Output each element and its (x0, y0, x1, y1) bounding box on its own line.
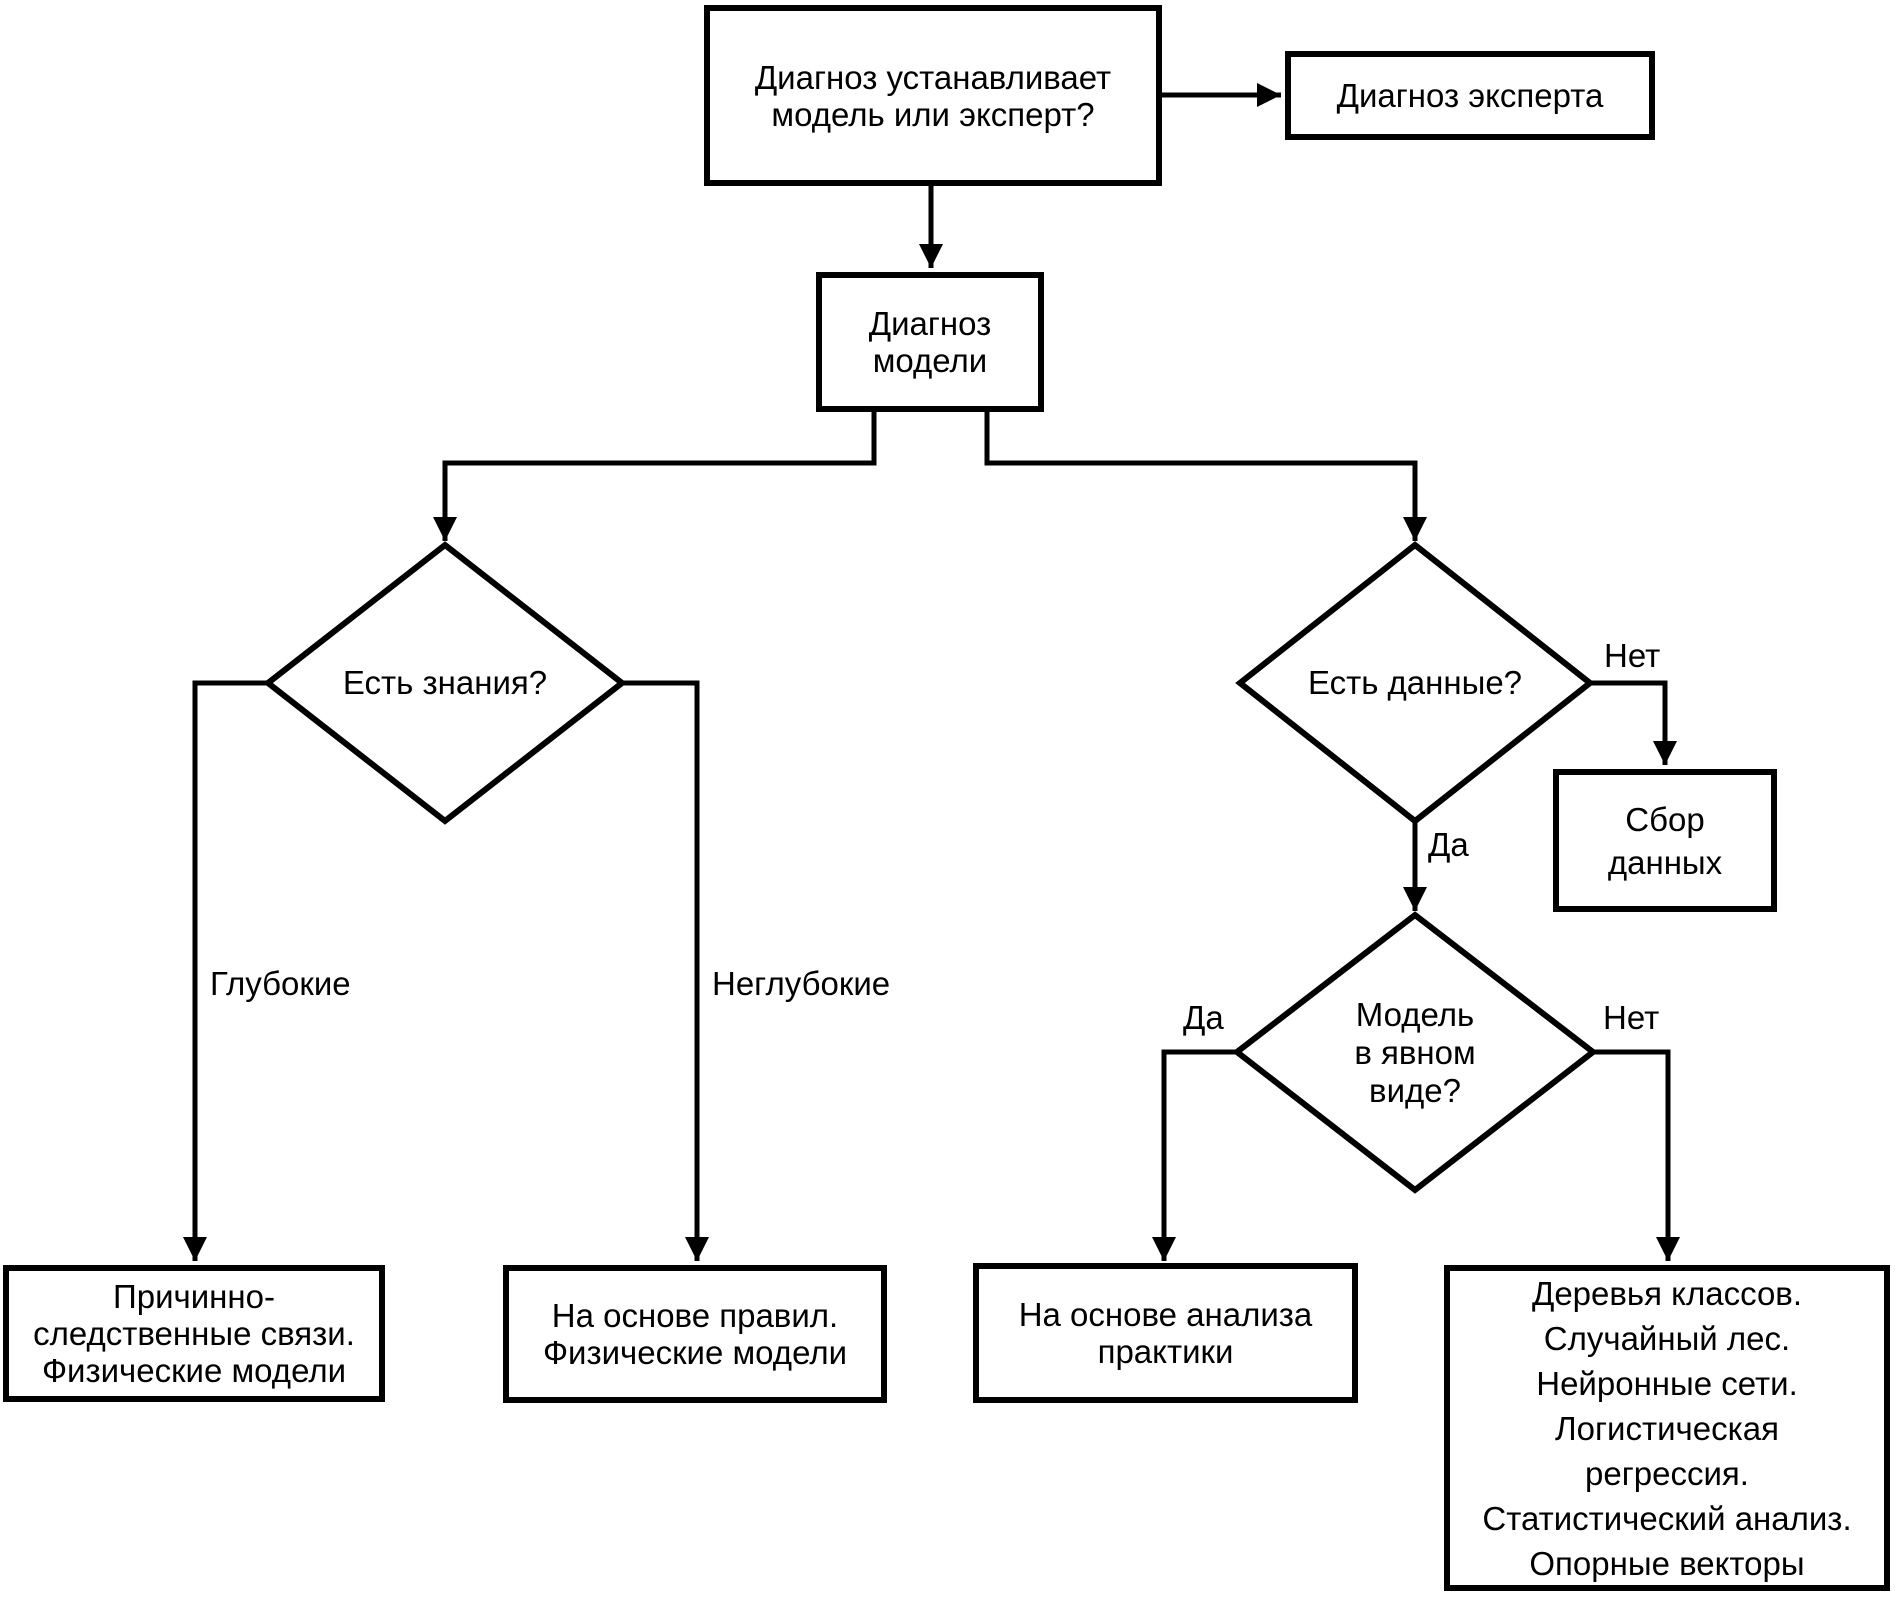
decision-knowledge-shape (263, 541, 627, 825)
edge-model-to-knowledge (433, 409, 877, 541)
node-expert-diagnosis: Диагноз эксперта (1285, 51, 1655, 140)
edge-label-explicit-yes: Да (1183, 999, 1224, 1036)
node-rule-models: На основе правил. Физические модели (503, 1265, 887, 1403)
decision-data-label: Есть данные? (1307, 664, 1523, 701)
edge-explicit-no (1593, 1049, 1680, 1261)
edge-knowledge-deep (183, 680, 268, 1261)
edge-knowledge-shallow (622, 680, 709, 1261)
node-start: Диагноз устанавливает модель или эксперт… (704, 5, 1162, 186)
edge-label-deep: Глубокие (210, 965, 351, 1002)
node-model-diagnosis: Диагноз модели (816, 272, 1044, 412)
node-ml-methods: Деревья классов. Случайный лес. Нейронны… (1444, 1265, 1890, 1591)
decision-explicit-shape (1232, 911, 1598, 1194)
decision-knowledge-label: Есть знания? (342, 664, 548, 701)
decision-explicit-label: Модель в явном виде? (1354, 996, 1476, 1109)
node-collect-data: Сбор данных (1553, 769, 1777, 912)
edge-label-data-no: Нет (1604, 637, 1661, 674)
node-practice-analysis: На основе анализа практики (973, 1263, 1358, 1403)
decision-data-shape (1235, 541, 1595, 825)
node-causal-models: Причинно- следственные связи. Физические… (3, 1265, 385, 1402)
edge-label-shallow: Неглубокие (712, 965, 891, 1002)
edge-data-no (1590, 680, 1677, 765)
edge-explicit-yes (1152, 1049, 1237, 1261)
edge-model-to-data (984, 409, 1427, 541)
edge-label-data-yes: Да (1428, 826, 1469, 863)
edge-label-explicit-no: Нет (1603, 999, 1660, 1036)
